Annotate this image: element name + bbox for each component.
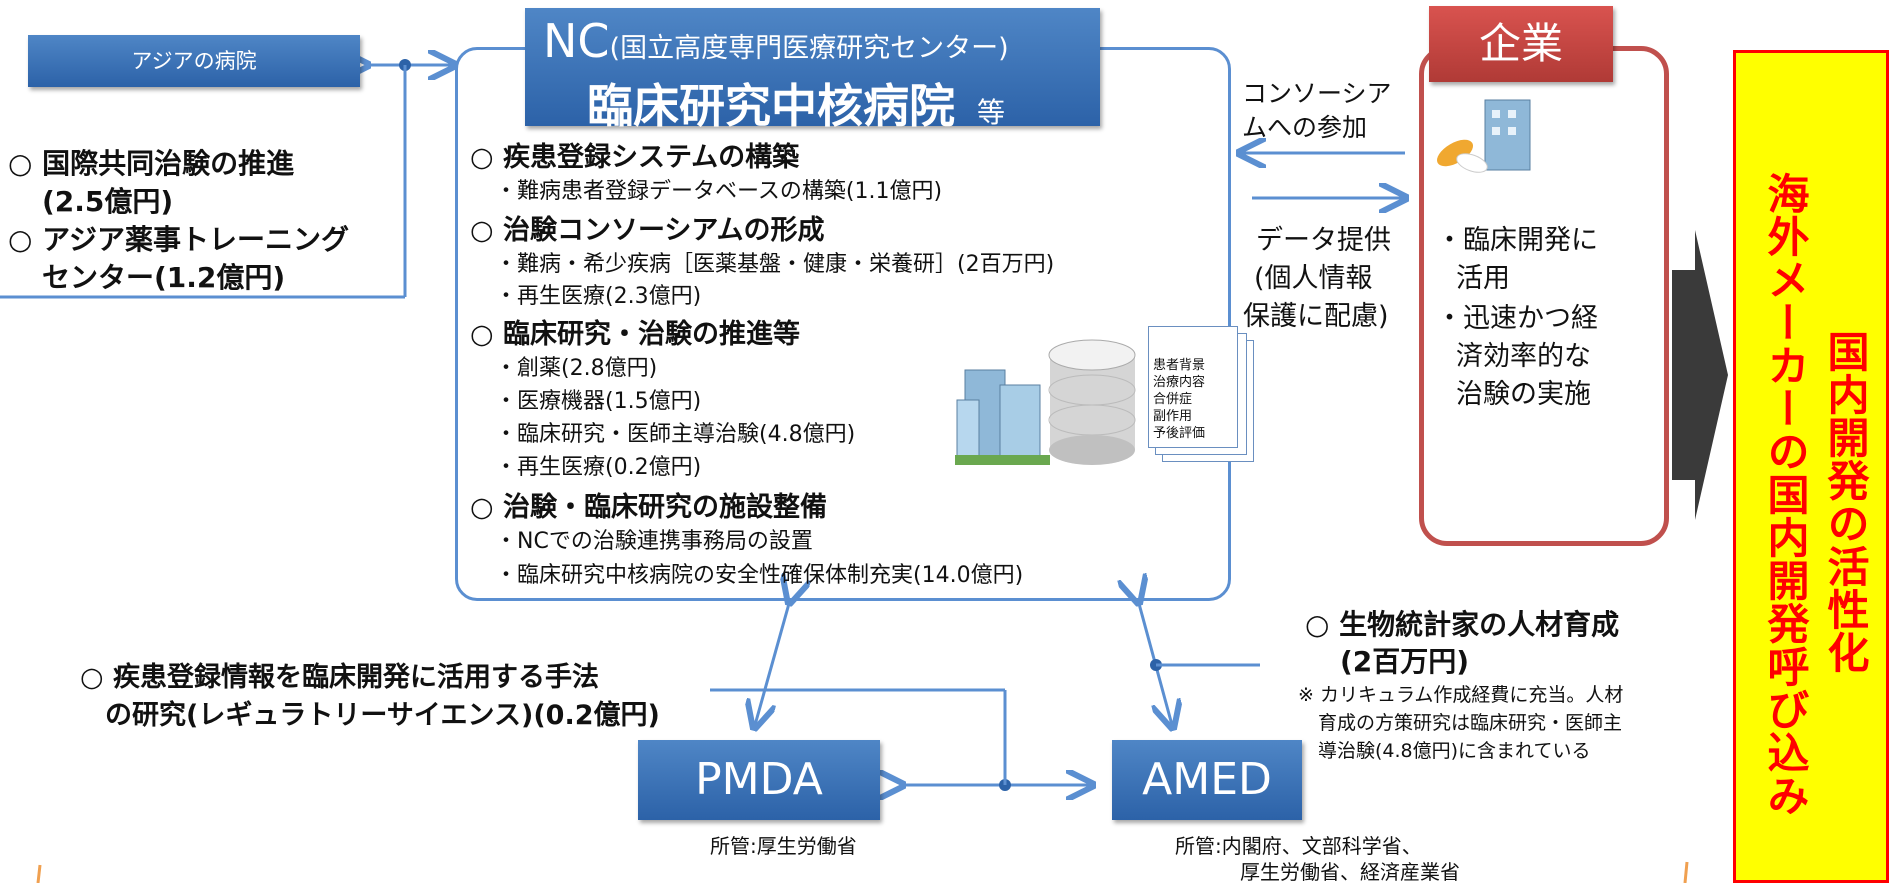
consortium-label-1: コンソーシア <box>1242 79 1392 108</box>
nc-item-9: ・再生医療(0.2億円) <box>495 455 702 480</box>
database-icon <box>1048 339 1136 465</box>
nc-subtitle: (国立高度専門医療研究センター) <box>609 33 1009 64</box>
nc-item-0: ○ 疾患登録システムの構築 <box>470 142 800 173</box>
regsci-line-1: ○ 疾患登録情報を臨床開発に活用する手法 <box>80 662 599 693</box>
company-text-5: 治験の実施 <box>1456 379 1591 410</box>
core-hospital-title: 臨床研究中核病院 <box>587 79 955 133</box>
amed-label: AMED <box>1142 754 1272 805</box>
document-line: 副作用 <box>1153 409 1193 424</box>
nc-header-box: NC(国立高度専門医療研究センター) 臨床研究中核病院等 <box>525 8 1100 133</box>
nc-item-7: ・医療機器(1.5億円) <box>495 389 702 414</box>
left-item-1: ○ 国際共同治験の推進 <box>8 147 295 180</box>
data-provision-1: データ提供 <box>1256 225 1391 256</box>
data-provision-3: 保護に配慮) <box>1243 301 1389 332</box>
regsci-line-2: の研究(レギュラトリーサイエンス)(0.2億円) <box>105 700 660 731</box>
company-text-4: 済効率的な <box>1456 341 1591 372</box>
document-sheet: 患者背景 治療内容 合併症 副作用 予後評価 <box>1148 326 1238 448</box>
document-line: 治療内容 <box>1153 375 1206 390</box>
nc-item-10: ○ 治験・臨床研究の施設整備 <box>470 492 827 523</box>
outcome-box <box>1733 50 1889 883</box>
pmda-box: PMDA <box>638 740 880 820</box>
company-header: 企業 <box>1429 6 1613 82</box>
outcome-overseas-makers: 海外メーカーの国内開発呼び込み <box>1761 172 1810 817</box>
outcome-domestic-development: 国内開発の活性化 <box>1821 330 1870 674</box>
left-item-2: ○ アジア薬事トレーニング <box>8 223 350 256</box>
biostat-note-3: 導治験(4.8億円)に含まれている <box>1318 740 1591 762</box>
nc-item-8: ・臨床研究・医師主導治験(4.8億円) <box>495 422 856 447</box>
amed-jurisdiction-1: 所管:内閣府、文部科学省、 <box>1175 834 1422 858</box>
biostat-title: ○ 生物統計家の人材育成 <box>1305 608 1620 641</box>
company-text-2: 活用 <box>1456 263 1510 294</box>
company-title: 企業 <box>1478 19 1563 68</box>
biostat-amount: (2百万円) <box>1340 645 1470 678</box>
nc-item-3: ・難病・希少疾病［医薬基盤・健康・栄養研］(2百万円) <box>495 252 1055 277</box>
amed-jurisdiction-2: 厚生労働省、経済産業省 <box>1240 860 1460 884</box>
pmda-label: PMDA <box>695 754 823 805</box>
building-icon <box>955 369 1050 465</box>
amed-box: AMED <box>1112 740 1302 820</box>
pmda-jurisdiction: 所管:厚生労働省 <box>710 834 857 858</box>
company-building-pills-icon <box>1436 99 1531 173</box>
nc-item-4: ・再生医療(2.3億円) <box>495 284 702 309</box>
company-text-1: ・臨床開発に <box>1436 225 1598 256</box>
company-text-3: ・迅速かつ経 <box>1436 303 1598 334</box>
data-provision-2: (個人情報 <box>1254 263 1373 294</box>
nc-pmda-arrow <box>755 600 790 725</box>
nc-item-12: ・臨床研究中核病院の安全性確保体制充実(14.0億円) <box>495 563 1024 588</box>
biostat-note-2: 育成の方策研究は臨床研究・医師主 <box>1318 712 1623 734</box>
big-grey-arrow <box>1672 230 1728 520</box>
core-hospital-etc: 等 <box>977 96 1006 129</box>
biostat-note-1: ※ カリキュラム作成経費に充当。人材 <box>1298 684 1624 706</box>
orange-mark-right <box>1683 861 1689 883</box>
nc-item-5: ○ 臨床研究・治験の推進等 <box>470 319 800 350</box>
document-line: 患者背景 <box>1153 358 1206 373</box>
asia-hospital-label: アジアの病院 <box>131 49 257 73</box>
asia-hospital-box: アジアの病院 <box>28 35 360 87</box>
orange-mark-left <box>36 864 42 883</box>
consortium-label-2: ムへの参加 <box>1242 113 1368 142</box>
nc-item-1: ・難病患者登録データベースの構築(1.1億円) <box>495 179 943 204</box>
document-line: 予後評価 <box>1153 426 1206 441</box>
nc-item-6: ・創薬(2.8億円) <box>495 356 658 381</box>
nc-title: NC <box>543 14 610 68</box>
left-item-1-amount: (2.5億円) <box>42 185 174 218</box>
left-item-2-amount: センター(1.2億円) <box>42 261 286 294</box>
building-database-illustration <box>955 339 1136 465</box>
document-line: 合併症 <box>1153 392 1193 407</box>
nc-item-2: ○ 治験コンソーシアムの形成 <box>470 215 825 246</box>
nc-item-11: ・NCでの治験連携事務局の設置 <box>495 529 813 554</box>
